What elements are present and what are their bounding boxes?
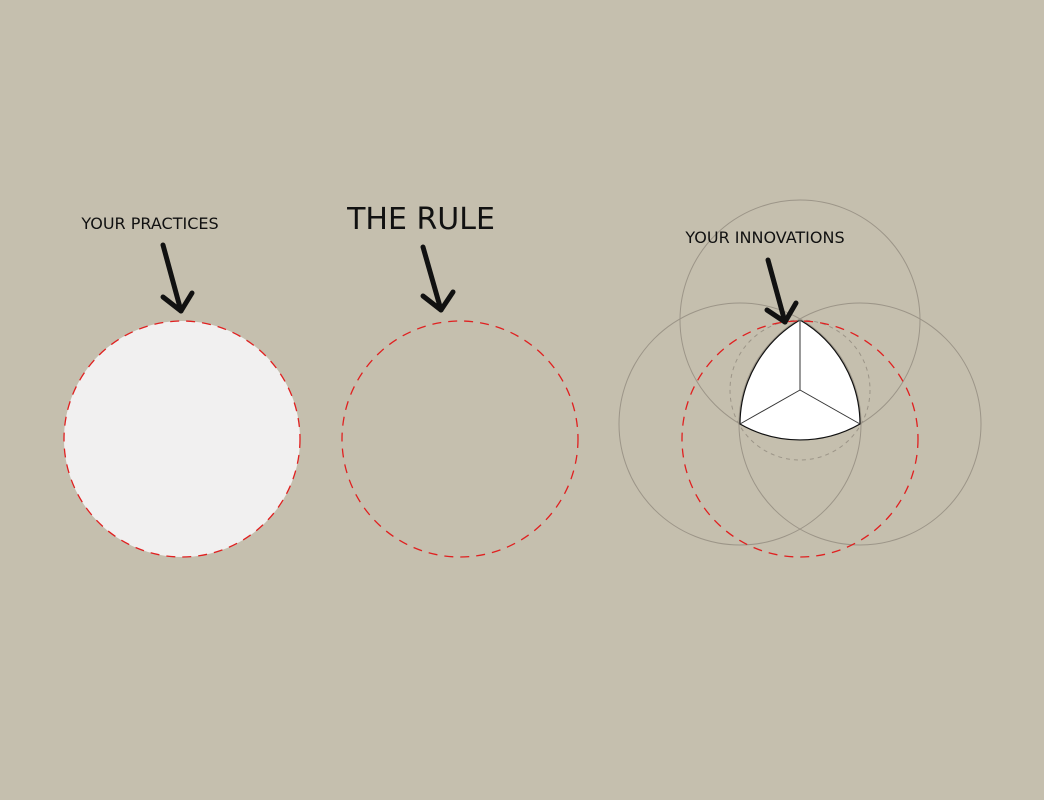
- practices-circle: [63, 320, 301, 558]
- practices-panel: YOUR PRACTICES: [63, 214, 301, 558]
- right-construction-circle: [738, 302, 982, 546]
- innovation-spokes: [739, 320, 861, 425]
- innovations-label: YOUR INNOVATIONS: [684, 228, 844, 247]
- rule-label: THE RULE: [346, 202, 495, 237]
- rule-arrow: [420, 244, 456, 313]
- innovations-panel: YOUR INNOVATIONS: [618, 199, 982, 558]
- rule-circle: [341, 320, 579, 558]
- inner-dashed-circle: [729, 319, 871, 461]
- practices-label: YOUR PRACTICES: [80, 214, 218, 233]
- innovations-arrow: [764, 257, 799, 325]
- rule-panel: THE RULE: [341, 202, 579, 558]
- practices-arrow: [160, 242, 195, 314]
- innovations-rule-circle: [681, 320, 919, 558]
